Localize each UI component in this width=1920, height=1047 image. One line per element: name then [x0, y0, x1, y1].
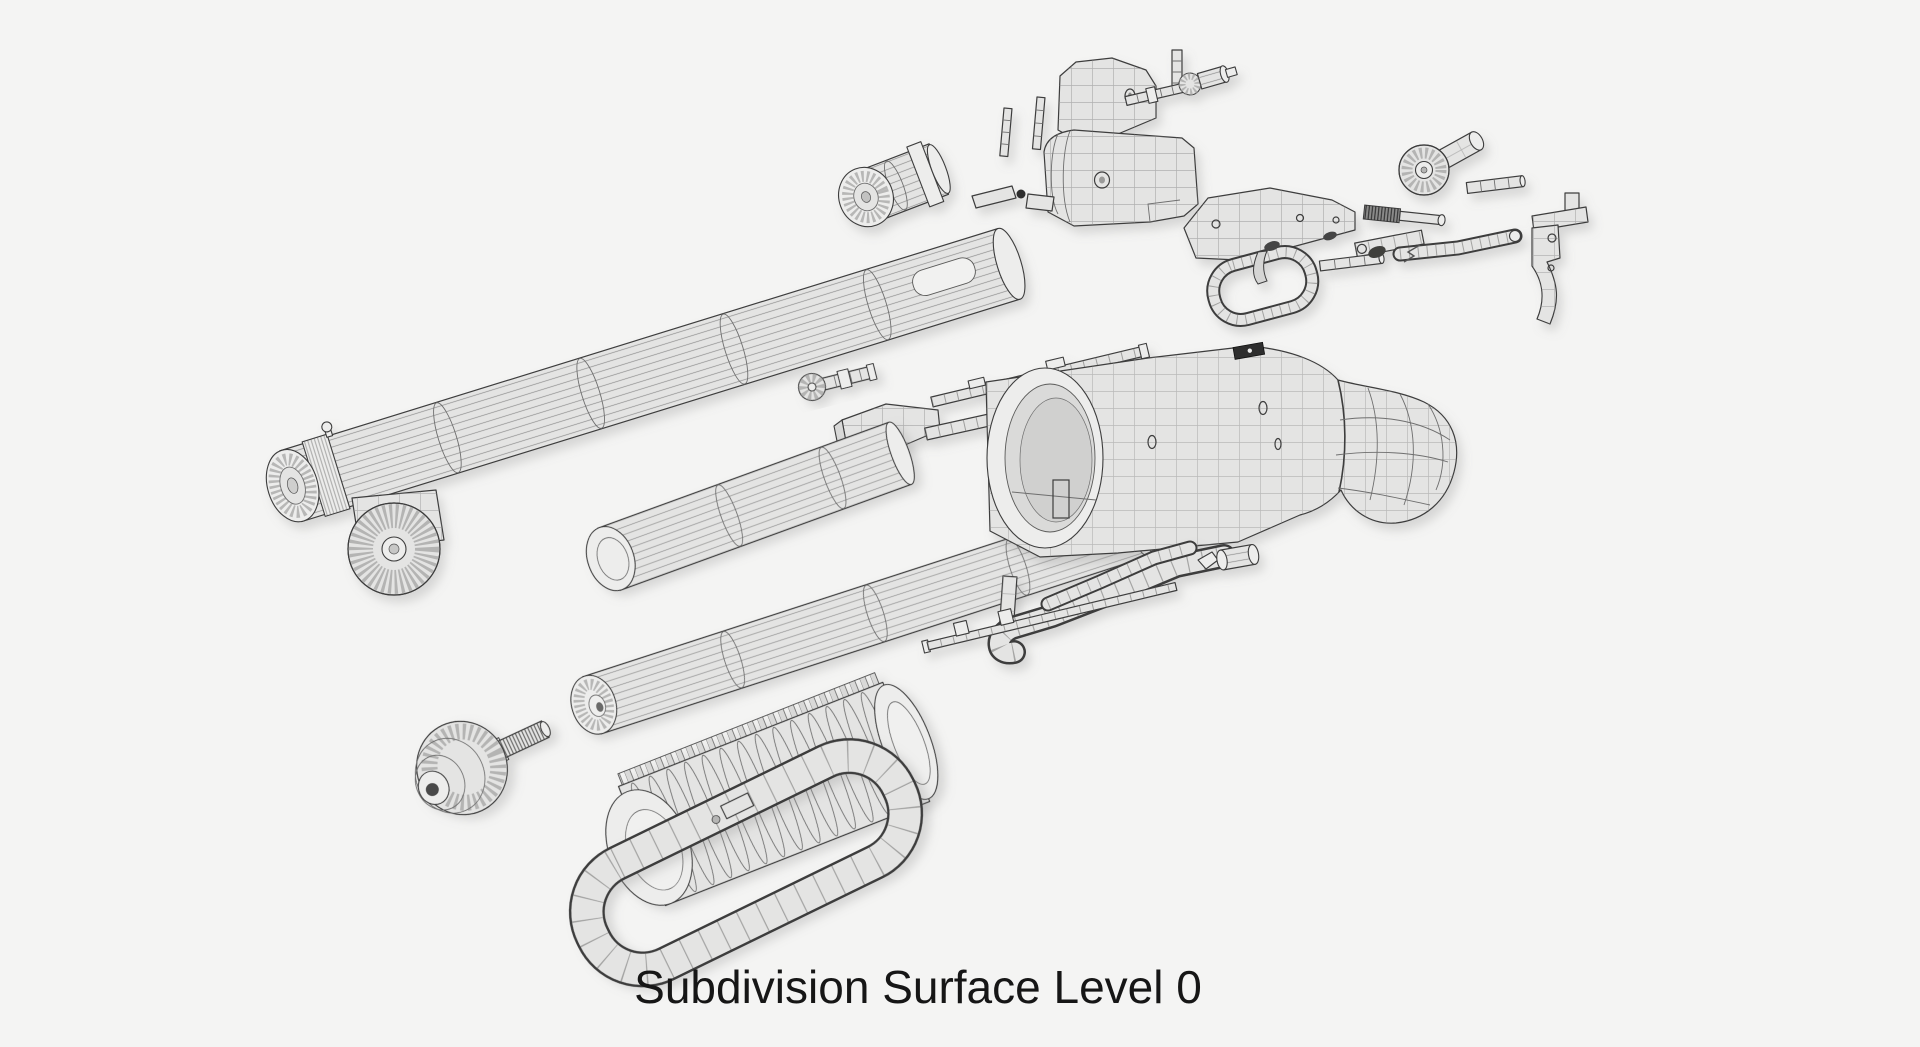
- magazine-tube: [585, 421, 915, 592]
- bolt-body: [1043, 129, 1199, 227]
- extractor-plunger: [1025, 193, 1055, 212]
- magazine-cap: [414, 720, 551, 816]
- caption-text: Subdivision Surface Level 0: [634, 961, 1202, 1013]
- lifter-rail: [921, 581, 1178, 654]
- magazine-follower: [797, 362, 878, 402]
- loop-latch: [720, 792, 755, 820]
- shell-lifter: [987, 544, 1236, 665]
- lifter-end-cylinder: [1216, 543, 1260, 571]
- barrel-ring-lug: [347, 489, 445, 596]
- hammer-and-levers-cluster: [1318, 131, 1589, 325]
- hammer-plunger-spring: [1362, 204, 1446, 227]
- rear-sight: [1232, 341, 1266, 360]
- spring-wire: [1403, 244, 1421, 263]
- hammer-spring-small: [1323, 231, 1337, 241]
- forend-grip-loop: [568, 738, 924, 988]
- shell-lifter-assembly: [921, 540, 1260, 665]
- ejection-slot: [912, 257, 976, 297]
- sear-spring: [1264, 241, 1280, 251]
- bead-sight: [321, 421, 333, 433]
- grip-seam: [1337, 379, 1346, 493]
- trigger-pin-small-2: [1031, 96, 1046, 151]
- magazine-tube-front-face: [585, 526, 636, 592]
- receiver-bottom-slot: [1052, 479, 1070, 519]
- trigger-pin-small: [999, 107, 1013, 158]
- bolt-slide: [1057, 57, 1157, 141]
- magazine-spring-tube: [570, 498, 1152, 735]
- shell-casing: [838, 141, 951, 228]
- trigger-group: [1183, 187, 1356, 327]
- sear: [1368, 245, 1386, 259]
- bolt-assembly-cluster: [838, 49, 1238, 228]
- cap-hex-socket: [425, 783, 439, 797]
- trigger-plate-pin: [1318, 252, 1385, 272]
- barrel: [265, 227, 1026, 596]
- detent-ball: [1016, 189, 1026, 199]
- shell-carrier: [1531, 192, 1589, 325]
- action-bar-lock-lever: [1392, 228, 1523, 262]
- hammer: [1398, 131, 1485, 196]
- lifter-arm-inner: [1040, 540, 1198, 612]
- hammer-pin: [1465, 175, 1526, 195]
- bolt-retainer-knob: [1178, 65, 1238, 96]
- trigger-blade: [1253, 250, 1268, 285]
- extractor: [971, 185, 1017, 209]
- receiver-and-grip: [985, 341, 1458, 558]
